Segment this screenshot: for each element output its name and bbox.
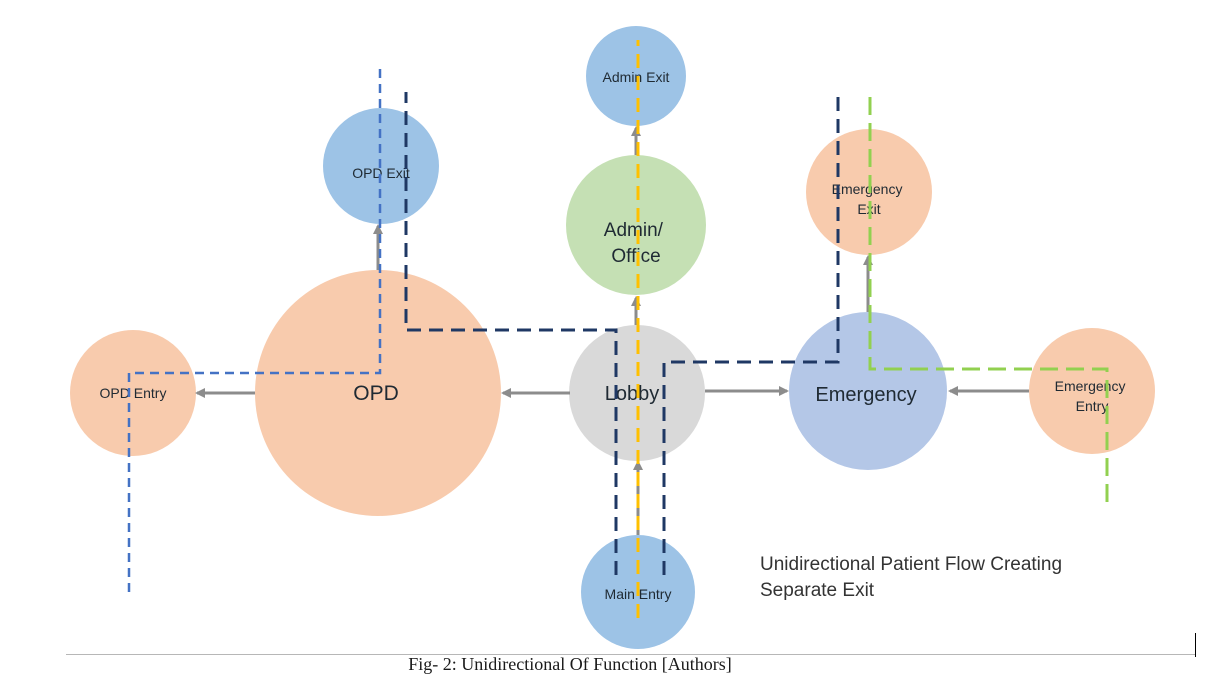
main-entry-to-emergency-exit-path	[662, 92, 840, 575]
emergency-entry-node	[1029, 328, 1155, 454]
admin-office-node	[566, 155, 706, 295]
emergency-label: Emergency	[815, 384, 916, 406]
text-cursor	[1195, 633, 1196, 657]
figure-caption: Fig- 2: Unidirectional Of Function [Auth…	[408, 654, 732, 674]
lobby-label: Lobby	[605, 383, 660, 405]
divider-line	[66, 654, 1196, 655]
diagram-note: Unidirectional Patient Flow Creating Sep…	[760, 554, 1063, 601]
opd-exit-label: OPD Exit	[352, 165, 410, 181]
admin-exit-label: Admin Exit	[603, 69, 670, 85]
admin-office-label: Admin/ Office	[604, 220, 668, 267]
opd-flow-path	[127, 68, 382, 592]
emergency-node	[789, 312, 947, 470]
opd-entry-node	[70, 330, 196, 456]
opd-label: OPD	[353, 382, 399, 405]
emergency-flow-path	[868, 92, 1109, 502]
admin-exit-node	[586, 26, 686, 126]
main-entry-to-opd-exit-path	[404, 92, 618, 575]
opd-entry-label: OPD Entry	[100, 385, 167, 401]
